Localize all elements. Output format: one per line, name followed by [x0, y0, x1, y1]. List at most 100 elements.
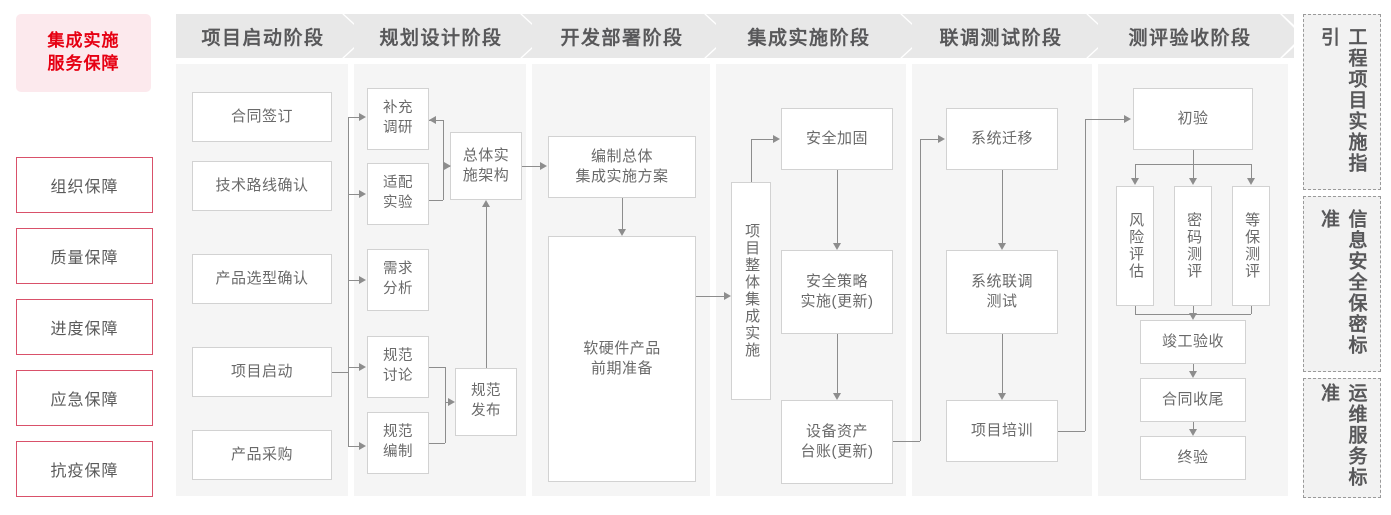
node-security-hardening[interactable]: 安全加固: [781, 108, 893, 170]
standard-item-security[interactable]: 信息安全保密标准: [1303, 196, 1381, 372]
node-label: 设备资产 台账(更新): [800, 422, 874, 460]
connector-research-merge: [429, 120, 443, 121]
phase-header-1[interactable]: 项目启动阶段: [176, 14, 362, 58]
standard-label: 信息安全保密标准: [1318, 209, 1367, 356]
node-label: 密码测评: [1185, 212, 1203, 280]
phase-title: 联调测试阶段: [939, 27, 1063, 49]
connector-kickoff-to-trunk: [332, 372, 348, 373]
guarantee-item-epidemic[interactable]: 抗疫保障: [16, 441, 153, 497]
arrow-spec-merge-to-release: [448, 398, 455, 406]
phase-header-5[interactable]: 联调测试阶段: [912, 14, 1102, 58]
brand-line-2: 服务保障: [47, 54, 120, 73]
connector-release-to-architecture: [486, 207, 487, 368]
connector-fanout-to-risk: [1135, 164, 1136, 178]
phase-title: 测评验收阶段: [1128, 27, 1252, 49]
node-hw-sw-preparation[interactable]: 软硬件产品 前期准备: [548, 236, 696, 482]
node-label: 技术路线确认: [215, 176, 309, 194]
connector-ledger-to-migration: [920, 139, 939, 140]
node-project-training[interactable]: 项目培训: [946, 400, 1058, 462]
guarantee-item-quality[interactable]: 质量保障: [16, 228, 153, 284]
node-overall-integration-plan[interactable]: 编制总体 集成实施方案: [548, 136, 696, 198]
node-final-acceptance[interactable]: 终验: [1140, 436, 1246, 480]
guarantee-label: 组织保障: [50, 179, 119, 196]
node-contract-closure[interactable]: 合同收尾: [1140, 378, 1246, 422]
connector-adaptation-merge: [429, 200, 443, 201]
node-spec-discussion[interactable]: 规范 讨论: [367, 336, 429, 398]
connector-jointtest-to-training: [1002, 334, 1003, 393]
node-contract-signing[interactable]: 合同签订: [192, 92, 332, 142]
node-crypto-evaluation[interactable]: 密码测评: [1174, 186, 1212, 306]
standard-item-engineering[interactable]: 工程项目实施指引: [1303, 14, 1381, 190]
phase-header-2[interactable]: 规划设计阶段: [354, 14, 540, 58]
node-system-migration[interactable]: 系统迁移: [946, 108, 1058, 170]
node-tech-route-confirm[interactable]: 技术路线确认: [192, 161, 332, 211]
arrow-integration-to-hardening: [773, 135, 780, 143]
guarantee-item-organization[interactable]: 组织保障: [16, 157, 153, 213]
node-label: 产品采购: [230, 445, 293, 463]
node-label: 规范 编制: [383, 424, 413, 460]
connector-mlps-down: [1251, 306, 1252, 314]
connector-trunk-to-research: [348, 117, 360, 118]
node-overall-architecture[interactable]: 总体实 施架构: [450, 132, 522, 200]
node-completion-acceptance[interactable]: 竣工验收: [1140, 320, 1246, 364]
node-requirement-analysis[interactable]: 需求 分析: [367, 249, 429, 311]
node-asset-ledger-update[interactable]: 设备资产 台账(更新): [781, 400, 893, 484]
standard-label: 运维服务标准: [1318, 383, 1367, 488]
node-mlps-evaluation[interactable]: 等保测评: [1232, 186, 1270, 306]
connector-policy-to-ledger: [837, 334, 838, 393]
node-label: 终验: [1177, 448, 1209, 466]
standard-item-operations[interactable]: 运维服务标准: [1303, 378, 1381, 498]
connector-ledger-up: [920, 139, 921, 441]
arrow-jointtest-to-training: [998, 393, 1006, 400]
node-spec-release[interactable]: 规范 发布: [455, 368, 517, 436]
arrow-completion-to-closure: [1189, 371, 1197, 378]
node-product-procurement[interactable]: 产品采购: [192, 430, 332, 480]
brand-line-1: 集成实施: [47, 31, 120, 51]
node-risk-assessment[interactable]: 风险评估: [1116, 186, 1154, 306]
node-spec-drafting[interactable]: 规范 编制: [367, 412, 429, 474]
node-security-policy-impl[interactable]: 安全策略 实施(更新): [781, 250, 893, 334]
arrow-merge-to-architecture: [444, 162, 451, 170]
node-preliminary-acceptance[interactable]: 初验: [1133, 88, 1253, 150]
connector-integration-to-hardening: [751, 139, 774, 140]
arrow-policy-to-ledger: [833, 393, 841, 400]
arrow-trunk-to-spec-drafting: [359, 442, 366, 450]
node-supplementary-research[interactable]: 补充 调研: [367, 88, 429, 150]
node-product-selection[interactable]: 产品选型确认: [192, 254, 332, 304]
connector-training-up: [1085, 119, 1086, 431]
node-label: 等保测评: [1243, 212, 1261, 280]
guarantee-item-emergency[interactable]: 应急保障: [16, 370, 153, 426]
phase-title: 项目启动阶段: [201, 27, 325, 49]
phase-title: 规划设计阶段: [379, 27, 503, 49]
connector-preliminary-down: [1193, 150, 1194, 164]
node-system-joint-test[interactable]: 系统联调 测试: [946, 250, 1058, 334]
phase-header-4[interactable]: 集成实施阶段: [716, 14, 914, 58]
phase-header-3[interactable]: 开发部署阶段: [532, 14, 724, 58]
node-label: 安全加固: [805, 129, 868, 147]
node-overall-project-integration[interactable]: 项目整体集成实施: [731, 182, 771, 400]
arrow-preparation-to-integration: [724, 292, 731, 300]
guarantee-item-schedule[interactable]: 进度保障: [16, 299, 153, 355]
connector-architecture-to-plan: [522, 166, 540, 167]
connector-spec-merge-spine: [445, 367, 446, 443]
node-label: 总体实 施架构: [462, 146, 510, 184]
arrow-fanout-to-mlps: [1247, 178, 1255, 185]
node-project-kickoff[interactable]: 项目启动: [192, 347, 332, 397]
connector-plan-to-preparation: [622, 198, 623, 229]
node-label: 安全策略 实施(更新): [800, 272, 874, 310]
node-label: 产品选型确认: [215, 269, 309, 287]
connector-hardening-to-policy: [837, 170, 838, 243]
phase-header-6[interactable]: 测评验收阶段: [1098, 14, 1294, 58]
node-label: 风险评估: [1127, 212, 1145, 280]
arrow-trunk-to-adaptation: [359, 190, 366, 198]
guarantee-label: 质量保障: [50, 250, 119, 267]
phase-title: 集成实施阶段: [747, 27, 871, 49]
connector-trunk-to-adaptation: [348, 194, 360, 195]
connector-spec-discussion-merge: [429, 367, 445, 368]
arrow-closure-to-final: [1189, 429, 1197, 436]
connector-migration-to-jointtest: [1002, 170, 1003, 243]
arrow-trunk-to-spec-discussion: [359, 363, 366, 371]
node-adaptation-test[interactable]: 适配 实验: [367, 163, 429, 225]
connector-merge-spine-upper: [443, 120, 444, 200]
node-label: 合同收尾: [1161, 390, 1224, 408]
